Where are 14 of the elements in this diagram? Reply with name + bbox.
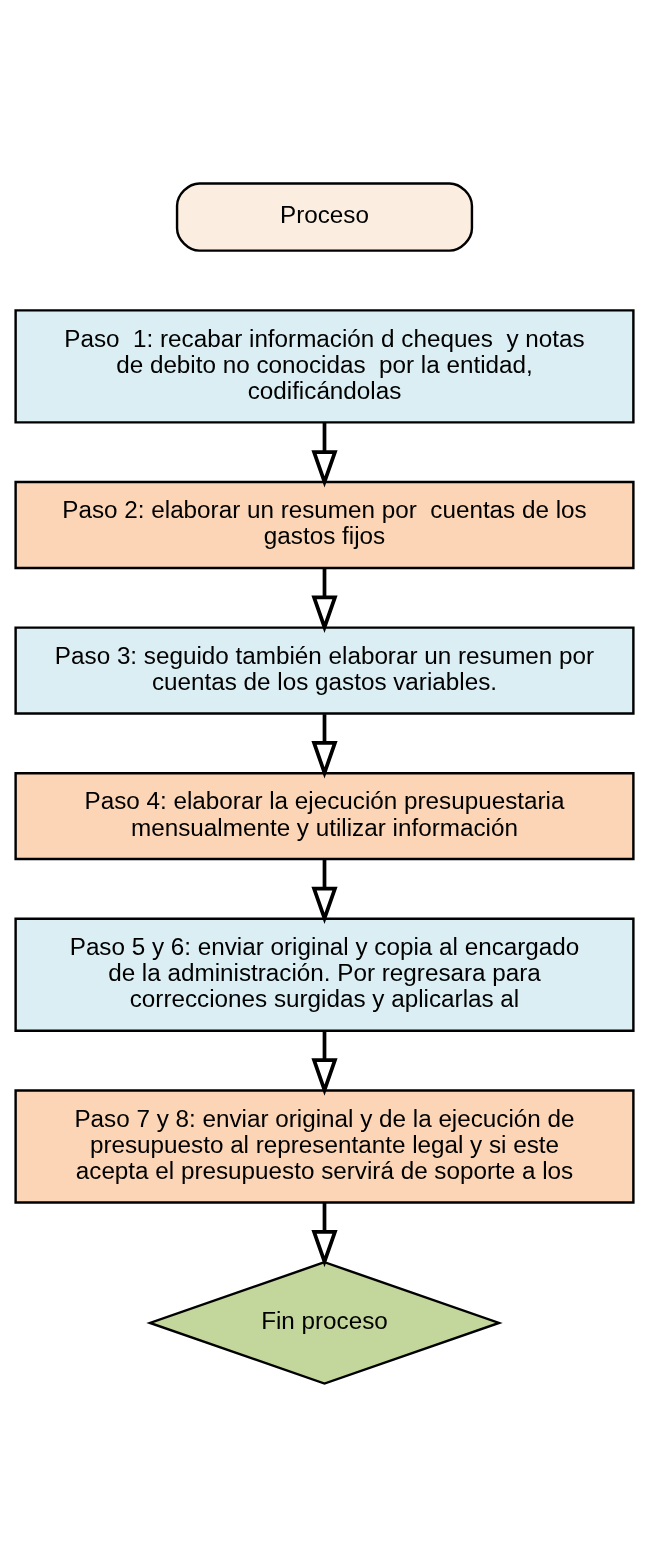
node-box: Paso 5 y 6: enviar original y copia al encargado de la administración. Por regresara para correcciones surgidas y aplicarlas al [14, 917, 635, 1032]
node-box: Paso 1: recabar información d cheques y notas de debito no conocidas por la entidad, codificándolas [14, 308, 635, 424]
arrow [311, 421, 338, 488]
node-box: Paso 7 y 8: enviar original y de la ejecución de presupuesto al representante legal y si este acepta el presupuesto servirá de soporte a los [14, 1088, 635, 1204]
node-box: Paso 2: elaborar un resumen por cuentas de los gastos fijos [14, 480, 635, 569]
arrow [311, 713, 338, 778]
node-diamond: Fin proceso [146, 1260, 503, 1385]
node-box: Proceso [175, 181, 474, 252]
arrow [311, 1202, 338, 1267]
arrow [311, 1031, 338, 1096]
node-box: Paso 3: seguido también elaborar un resumen por cuentas de los gastos variables. [14, 625, 635, 715]
arrow [311, 859, 338, 924]
node-box: Paso 4: elaborar la ejecución presupuestaria mensualmente y utilizar información [14, 771, 635, 860]
arrow [311, 568, 338, 633]
